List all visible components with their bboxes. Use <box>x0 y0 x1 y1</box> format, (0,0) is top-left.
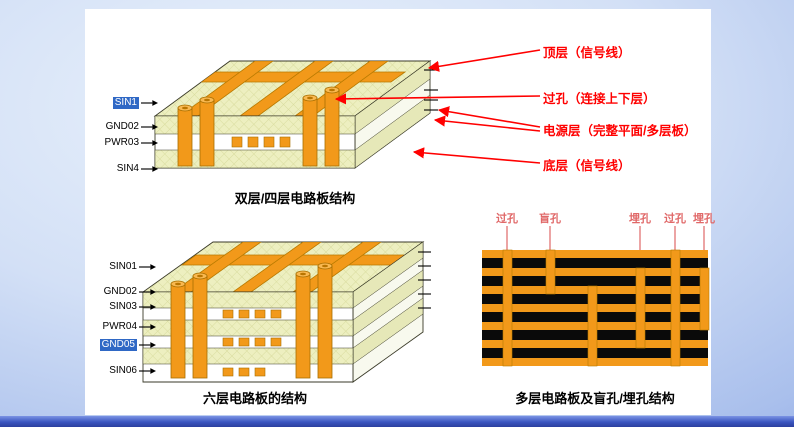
callout-via: 过孔（连接上下层） <box>543 92 656 106</box>
four-layer-board-diagram <box>153 60 438 169</box>
right-arrow-icon <box>141 123 158 130</box>
caption-six-layer: 六层电路板的结构 <box>202 391 307 406</box>
layer-label-row: PWR03 <box>84 136 158 149</box>
caption-multilayer: 多层电路板及盲孔/埋孔结构 <box>515 391 675 406</box>
layer-label-row: SIN03 <box>80 300 156 313</box>
layer-label-row: SIN01 <box>80 260 156 273</box>
via-label-through-1: 过孔 <box>496 213 518 225</box>
caption-four-layer: 双层/四层电路板结构 <box>234 191 356 206</box>
layer-label: SIN03 <box>109 300 137 312</box>
callout-power-layer: 电源层（完整平面/多层板） <box>543 124 697 138</box>
right-arrow-icon <box>139 323 156 330</box>
right-arrow-icon <box>141 99 158 106</box>
via-label-buried-2: 埋孔 <box>693 213 715 225</box>
via-cylinders <box>177 86 340 167</box>
right-arrow-icon <box>139 367 156 374</box>
callout-bottom-layer: 底层（信号线） <box>543 159 631 173</box>
layer-label: SIN01 <box>109 260 137 272</box>
layer-label-row: GND05 <box>80 338 156 351</box>
right-arrow-icon <box>141 165 158 172</box>
right-arrow-icon <box>139 263 156 270</box>
layer-label-row: SIN06 <box>80 364 156 377</box>
layer-label: SIN06 <box>109 364 137 376</box>
right-arrow-icon <box>139 341 156 348</box>
six-layer-board-diagram <box>141 241 431 383</box>
layer-label: SIN4 <box>116 162 139 174</box>
slide-footer-band <box>0 416 794 427</box>
layer-label: SIN1 <box>112 96 139 109</box>
via-label-blind: 盲孔 <box>539 213 561 225</box>
via-cylinders <box>170 262 333 379</box>
layer-label: PWR03 <box>104 136 139 148</box>
via-label-buried-1: 埋孔 <box>629 213 651 225</box>
callout-top-layer: 顶层（信号线） <box>543 46 631 60</box>
right-arrow-icon <box>139 303 156 310</box>
layer-label: GND02 <box>105 120 139 132</box>
layer-label-row: GND02 <box>84 120 158 133</box>
layer-label: GND05 <box>99 338 137 351</box>
layer-label-row: SIN4 <box>84 162 158 175</box>
right-arrow-icon <box>139 288 156 295</box>
layer-label-row: PWR04 <box>80 320 156 333</box>
right-arrow-icon <box>141 139 158 146</box>
layer-label: GND02 <box>103 285 137 297</box>
layer-label-row: SIN1 <box>84 96 158 109</box>
layer-label-row: GND02 <box>80 285 156 298</box>
layer-label: PWR04 <box>102 320 137 332</box>
multilayer-cross-section-diagram <box>482 226 710 367</box>
via-label-through-2: 过孔 <box>664 213 686 225</box>
